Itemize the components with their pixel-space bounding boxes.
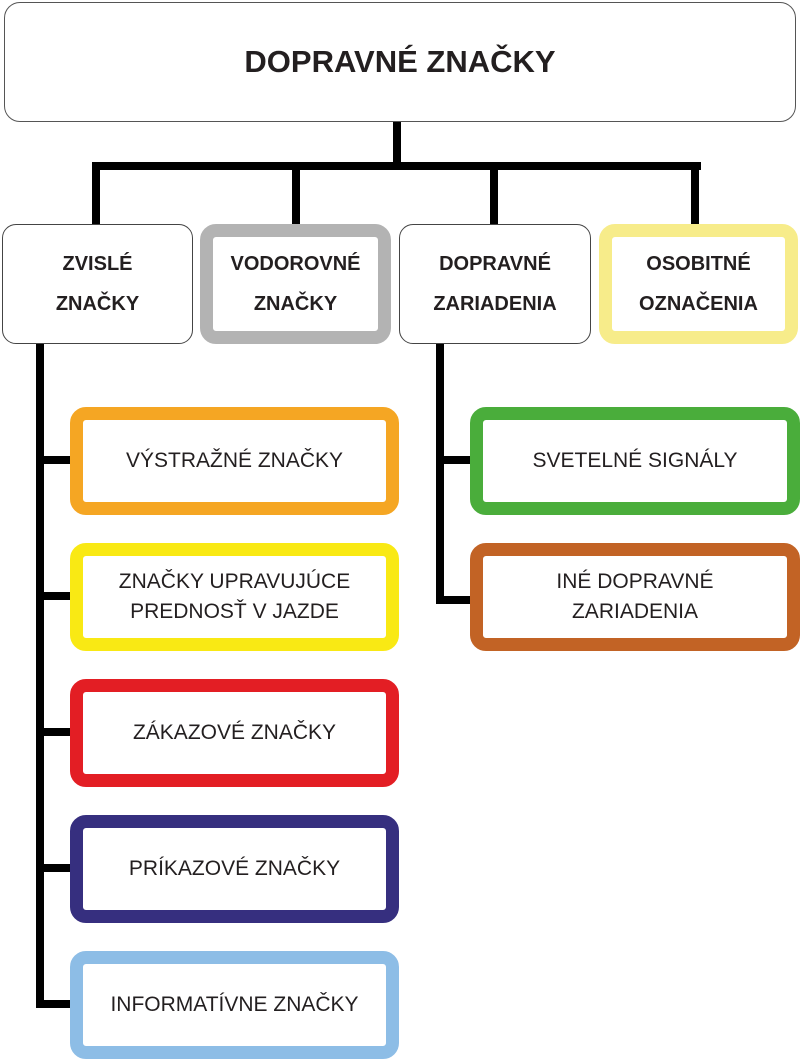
node-informativne-znacky: INFORMATÍVNE ZNAČKY [70,951,399,1059]
node-zakazove-znacky: ZÁKAZOVÉ ZNAČKY [70,679,399,787]
node-label: OSOBITNÉ [646,253,751,275]
connector-root [393,122,401,168]
node-label: ZÁKAZOVÉ ZNAČKY [132,721,337,744]
root-node: DOPRAVNÉ ZNAČKY [4,2,796,122]
node-svetelne-signaly: SVETELNÉ SIGNÁLY [470,407,800,515]
node-label: ZARIADENIA [571,600,699,623]
node-ine-dopravne-zariadenia: INÉ DOPRAVNÉ ZARIADENIA [470,543,800,651]
connector-branch [36,456,72,464]
category-zvisle-znacky: ZVISLÉ ZNAČKY [2,224,193,344]
connector-branch [36,592,72,600]
category-vodorovne-znacky: VODOROVNÉ ZNAČKY [200,224,391,344]
node-label: INÉ DOPRAVNÉ [556,570,714,593]
node-label: PREDNOSŤ V JAZDE [130,600,339,623]
node-label: INFORMATÍVNE ZNAČKY [110,993,359,1016]
connector-zvisle [92,162,100,224]
node-label: VÝSTRAŽNÉ ZNAČKY [125,449,344,472]
node-label: DOPRAVNÉ [439,253,551,275]
connector-branch [36,1000,72,1008]
node-label: VODOROVNÉ [230,253,361,275]
connector-branch [36,728,72,736]
node-label: PRÍKAZOVÉ ZNAČKY [128,857,341,880]
connector-zariadenia-trunk [436,344,444,604]
connector-osobitne [691,162,699,224]
node-label: ZNAČKY [55,293,140,315]
node-label: ZNAČKY UPRAVUJÚCE [118,570,351,593]
connector-branch [436,456,472,464]
connector-zariadenia [490,162,498,224]
node-label: ZVISLÉ [62,253,133,275]
connector-horizontal [92,162,701,170]
node-prikazove-znacky: PRÍKAZOVÉ ZNAČKY [70,815,399,923]
node-label: ZARIADENIA [433,293,557,315]
root-title: DOPRAVNÉ ZNAČKY [244,44,556,79]
connector-branch [436,596,472,604]
connector-vodorovne [292,162,300,224]
node-label: SVETELNÉ SIGNÁLY [532,449,738,472]
category-dopravne-zariadenia: DOPRAVNÉ ZARIADENIA [399,224,591,344]
node-vystrazne-znacky: VÝSTRAŽNÉ ZNAČKY [70,407,399,515]
node-prednost-v-jazde: ZNAČKY UPRAVUJÚCE PREDNOSŤ V JAZDE [70,543,399,651]
connector-zvisle-trunk [36,344,44,1008]
node-label: ZNAČKY [253,293,338,315]
category-osobitne-oznacenia: OSOBITNÉ OZNAČENIA [599,224,798,344]
connector-branch [36,864,72,872]
node-label: OZNAČENIA [639,293,758,315]
